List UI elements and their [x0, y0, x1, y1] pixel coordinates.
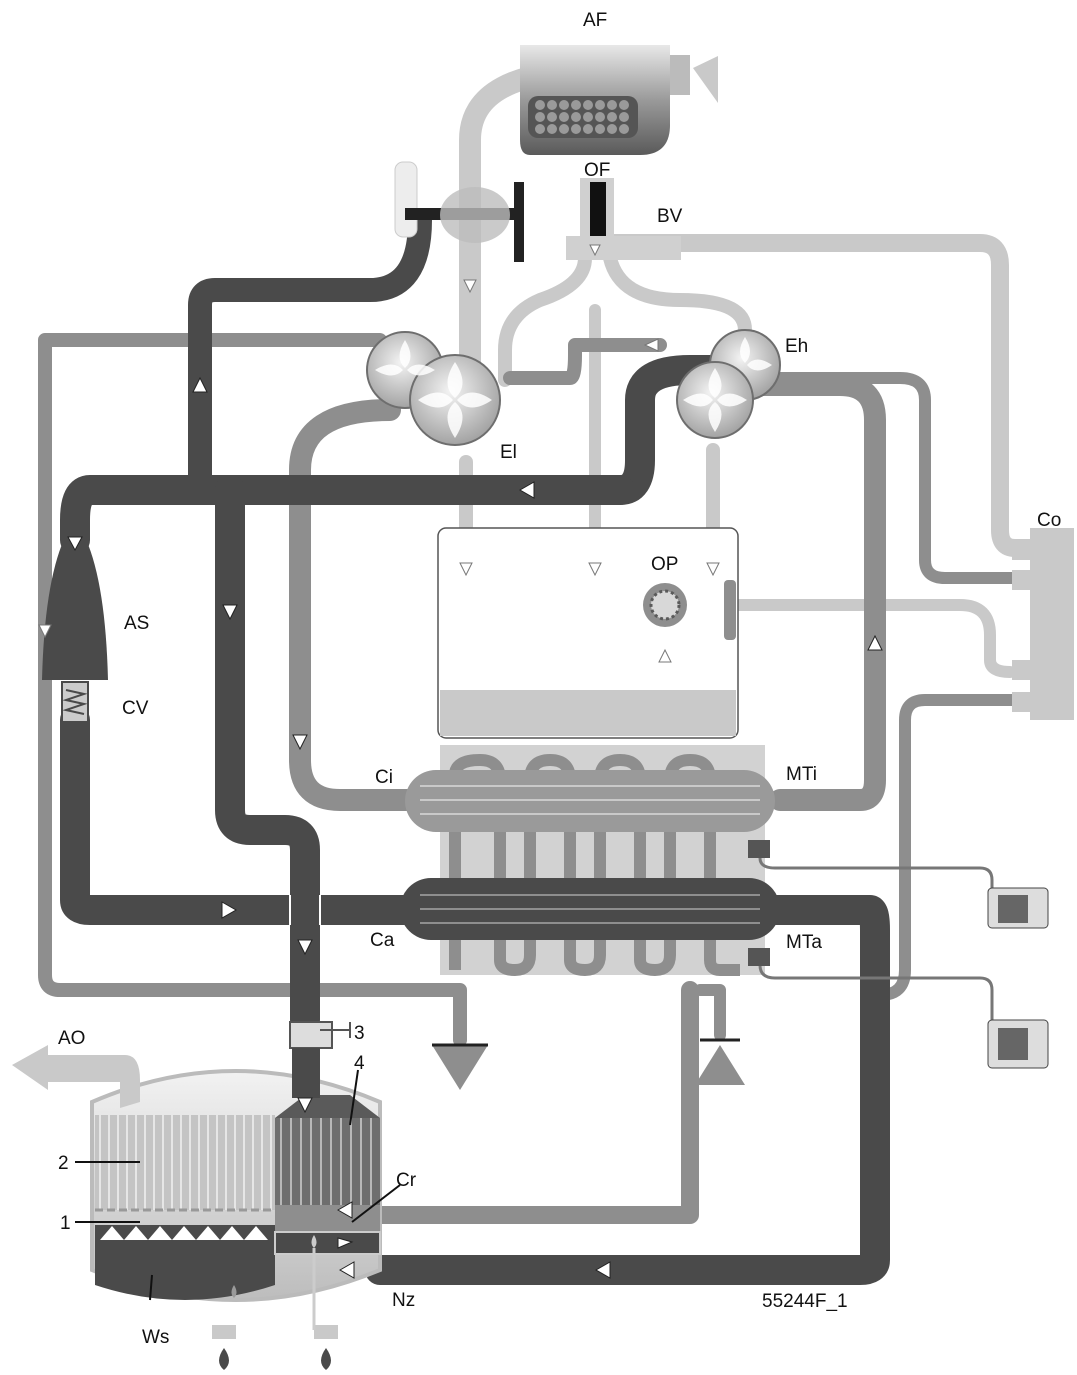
air-intake-arrow [693, 56, 718, 103]
water-separator-tank [92, 1071, 380, 1370]
temperature-switch-2 [988, 1020, 1048, 1068]
label-mti: MTi [786, 764, 817, 785]
label-check-valve: CV [122, 698, 149, 719]
label-mta: MTa [786, 932, 822, 953]
label-oil-filter: OF [584, 160, 610, 181]
label-element-low: El [500, 442, 517, 463]
drain-1 [212, 1325, 236, 1339]
label-oil-cooler: Ci [375, 767, 393, 788]
label-air-cooler: Ca [370, 930, 395, 951]
label-item-2: 2 [58, 1153, 69, 1174]
bypass-valve [566, 236, 681, 260]
label-element-high: Eh [785, 336, 808, 357]
oil-filter [580, 178, 614, 238]
label-air-filter: AF [583, 10, 607, 31]
spray-chamber [275, 1118, 380, 1208]
label-item-3: 3 [354, 1023, 365, 1044]
cooler [400, 745, 780, 975]
sensor-mta [748, 948, 770, 966]
label-nozzle: Nz [392, 1290, 415, 1311]
label-oil-pump: OP [651, 554, 678, 575]
label-air-outlet: AO [58, 1028, 85, 1049]
element-high-pressure [677, 330, 780, 438]
label-bypass-valve: BV [657, 206, 683, 227]
label-air-separator: AS [124, 613, 149, 634]
controller [1012, 528, 1074, 720]
figure-code: 55244F_1 [762, 1291, 848, 1312]
label-controller: Co [1037, 510, 1061, 531]
label-water-separator: Ws [142, 1327, 169, 1348]
sensor-mti [748, 840, 770, 858]
oil-reservoir [438, 528, 738, 738]
label-item-1: 1 [60, 1213, 71, 1234]
air-filter [520, 45, 718, 155]
drop-icon [219, 1348, 229, 1370]
label-item-4: 4 [354, 1053, 365, 1074]
drain-2 [314, 1325, 338, 1339]
water-inlet-symbol [695, 1045, 745, 1085]
drop-icon [321, 1348, 331, 1370]
oil-drain-symbol [432, 1045, 488, 1090]
temperature-switch-1 [988, 888, 1048, 928]
air-outlet-arrow [12, 1045, 140, 1108]
label-cr: Cr [396, 1170, 417, 1191]
